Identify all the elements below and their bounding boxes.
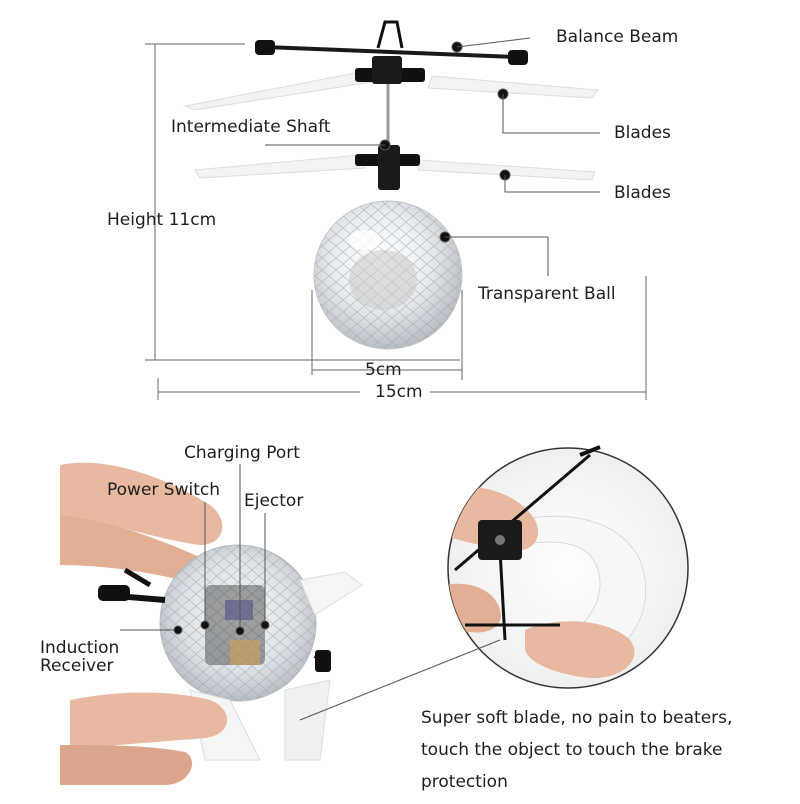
label-ball-width: 5cm (365, 360, 402, 380)
label-height: Height 11cm (107, 210, 217, 230)
transparent-ball (313, 200, 463, 350)
dimension-lines (145, 43, 647, 400)
label-blades-bottom: Blades (614, 183, 671, 203)
bottom-blades (194, 145, 596, 190)
note-pointer (299, 639, 501, 721)
left-callouts (120, 464, 270, 636)
label-total-width: 15cm (375, 382, 423, 402)
label-blades-top: Blades (614, 123, 671, 143)
hand-photo (60, 462, 363, 785)
label-receiver: Receiver (40, 656, 114, 676)
note-line-2: touch the object to touch the brake (421, 740, 723, 760)
label-balance-beam: Balance Beam (556, 27, 679, 47)
note-line-1: Super soft blade, no pain to beaters, (421, 708, 733, 728)
label-intermediate-shaft: Intermediate Shaft (171, 117, 331, 137)
label-induction: Induction (40, 638, 120, 658)
balance-beam (255, 20, 528, 65)
blade-note: Super soft blade, no pain to beaters, to… (421, 702, 781, 798)
label-transparent-ball: Transparent Ball (478, 284, 616, 304)
closeup-circle (447, 445, 689, 689)
label-ejector: Ejector (244, 491, 304, 511)
note-line-3: protection (421, 772, 508, 792)
top-blades (183, 56, 599, 111)
top-callouts (265, 37, 600, 276)
label-charging-port: Charging Port (184, 443, 300, 463)
label-power-switch: Power Switch (107, 480, 221, 500)
